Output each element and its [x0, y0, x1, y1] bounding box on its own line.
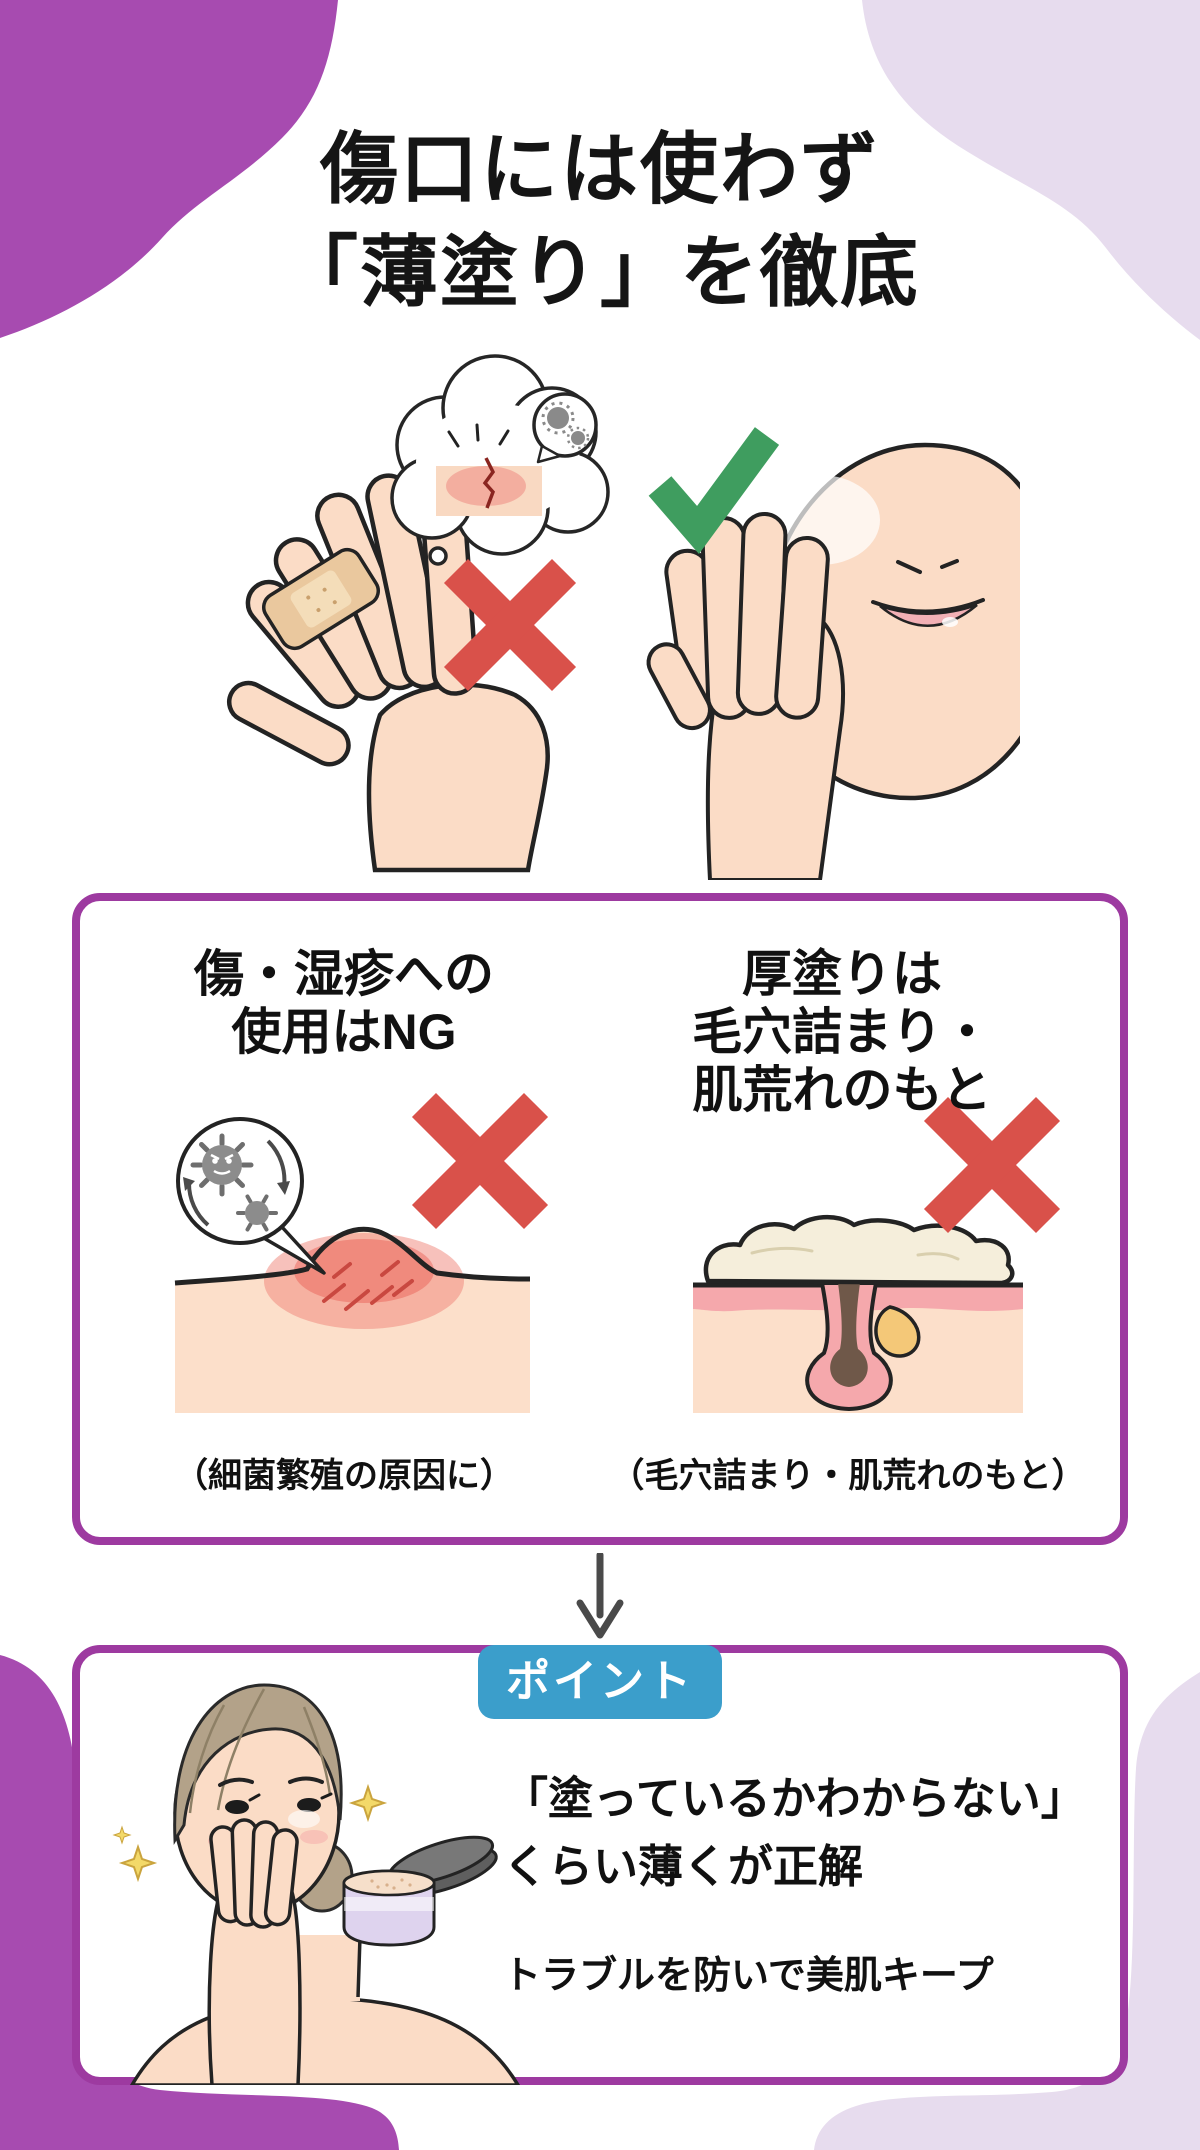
ng-heading-right: 厚塗りは 毛穴詰まり・ 肌荒れのもと [692, 946, 992, 1118]
woman-hand [207, 1818, 302, 2085]
germ-bubble-icon [176, 1117, 326, 1275]
face-apply-illustration [646, 427, 1020, 880]
ng-caption-right: （毛穴詰まり・肌荒れのもと） [610, 1457, 1086, 1495]
down-arrow-icon [576, 1553, 624, 1639]
point-badge: ポイント [478, 1645, 722, 1719]
red-cross-icon [443, 558, 577, 692]
clogged-pore-illustration [693, 1096, 1061, 1413]
green-check-icon [648, 427, 780, 555]
thick-cream-icon [703, 1214, 1015, 1286]
point-line-3: トラブルを防いで美肌キープ [503, 1955, 994, 1997]
page-title: 傷口には使わず 「薄塗り」を徹底 [0, 118, 1200, 324]
head [173, 1711, 341, 1915]
red-cross-icon [411, 1092, 549, 1230]
shoulders [129, 1996, 521, 2085]
woman-face-illustration [112, 1683, 521, 2085]
title-line-1: 傷口には使わず [319, 125, 880, 213]
point-line-2: くらい薄くが正解 [503, 1840, 864, 1892]
sparkle-icon [112, 1783, 388, 1883]
blob-top-right [862, 0, 1200, 340]
hand-palm [366, 682, 550, 873]
point-text: 「塗っているかわからない」 くらい薄くが正解 トラブルを防いで美肌キープ [503, 1765, 1113, 1999]
blob-bottom-right [814, 1672, 1200, 2150]
hair [173, 1683, 343, 1846]
sebum-icon [874, 1305, 921, 1358]
ng-box: 傷・湿疹への 使用はNG 厚塗りは 毛穴詰まり・ 肌荒れのもと （細菌繁殖の原因… [72, 893, 1128, 1545]
ng-caption-left: （細菌繁殖の原因に） [174, 1457, 514, 1495]
bandage-icon [262, 547, 380, 651]
blob-top-left [0, 0, 338, 338]
point-line-1: 「塗っているかわからない」 [503, 1773, 1086, 1824]
point-box: ポイント [72, 1645, 1128, 2085]
thought-bubble [390, 354, 610, 566]
powder-jar-icon [342, 1835, 498, 1947]
inflamed-skin-illustration [174, 1092, 549, 1413]
hair-bun [290, 1841, 354, 1913]
bandaged-hand-illustration [226, 354, 610, 873]
hero-illustration [226, 354, 1020, 880]
wound-icon [436, 423, 542, 516]
ng-heading-left: 傷・湿疹への 使用はNG [194, 946, 494, 1060]
germs-icon [532, 392, 598, 464]
title-line-2: 「薄塗り」を徹底 [279, 227, 920, 316]
lips [247, 1868, 289, 1879]
applying-hand [646, 511, 845, 880]
red-cross-icon [923, 1096, 1061, 1234]
